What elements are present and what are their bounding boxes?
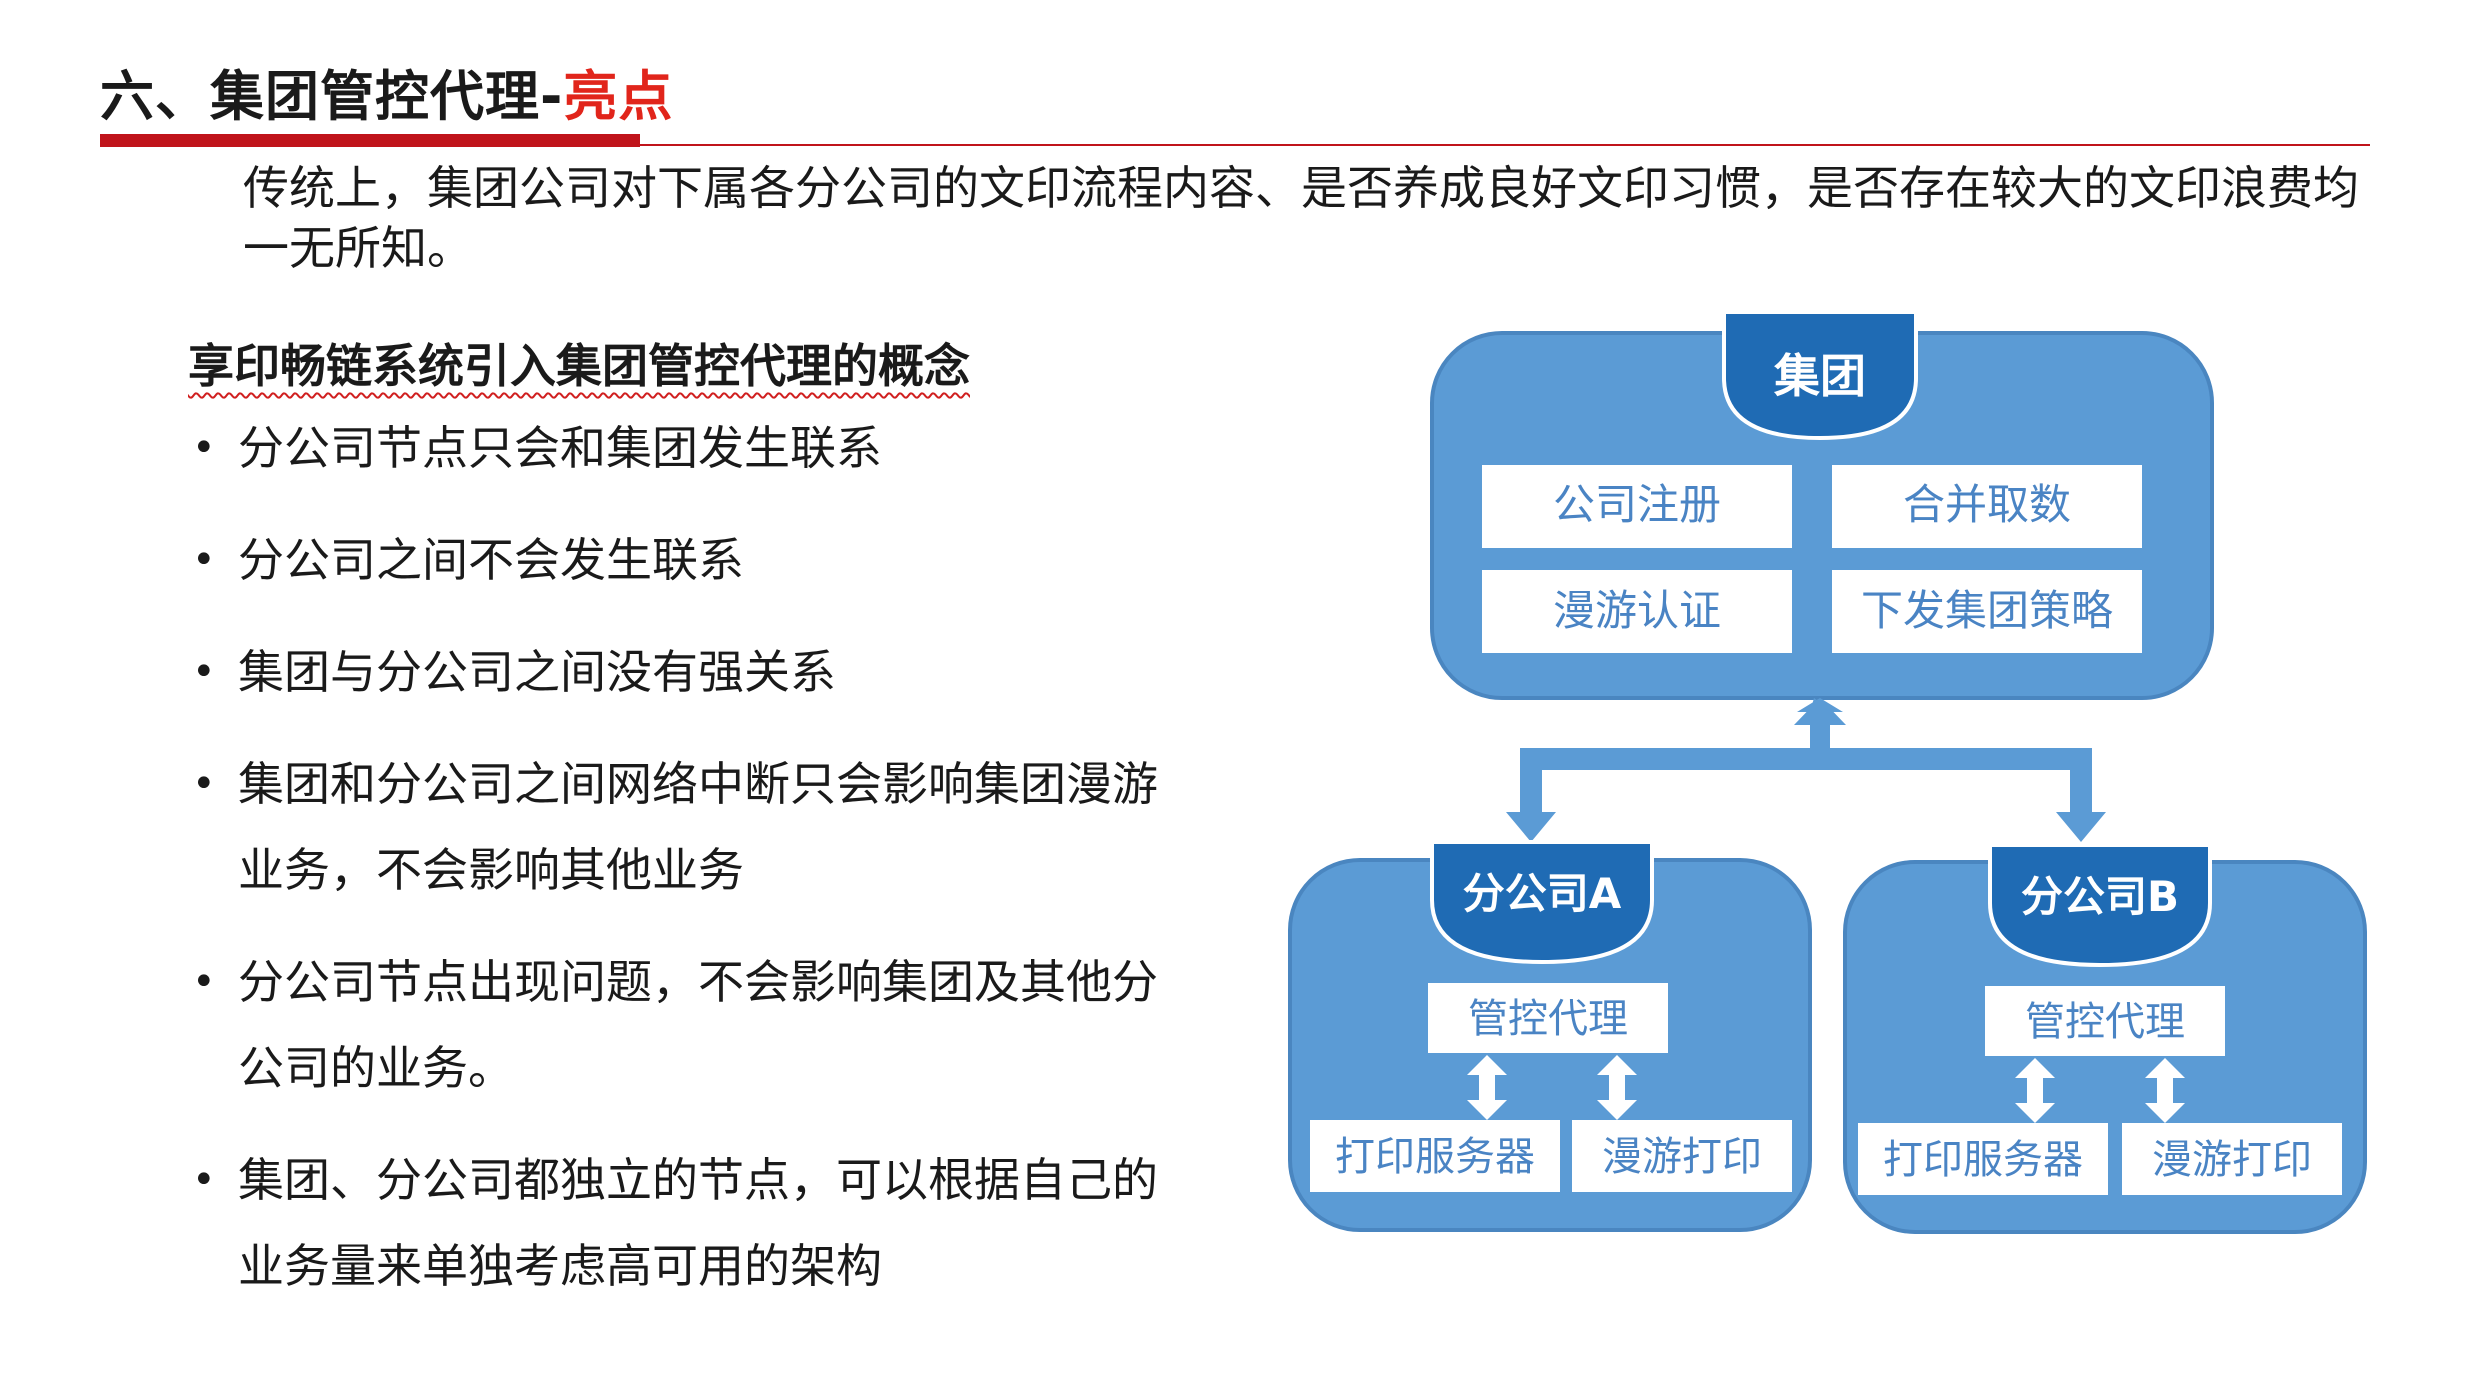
down-arrow-icon [2056, 812, 2106, 842]
bullet-dot-icon: • [192, 425, 216, 471]
group-item-box [1832, 465, 2142, 548]
group-item-box [1482, 570, 1792, 653]
group-item-label: 合并取数 [1903, 480, 2071, 529]
bullet-item: • 分公司节点只会和集团发生联系 [188, 405, 1198, 491]
bullet-dot-icon: • [192, 959, 216, 1005]
down-arrow-icon [1506, 812, 1556, 842]
page-title: 六、集团管控代理-亮点 [100, 52, 673, 131]
bullet-item: • 分公司节点出现问题，不会影响集团及其他分公司的业务。 [188, 939, 1198, 1111]
group-label: 集团 [1773, 349, 1866, 403]
bullet-dot-icon: • [192, 1157, 216, 1203]
bullet-dot-icon: • [192, 649, 216, 695]
bullet-list: • 分公司节点只会和集团发生联系 • 分公司之间不会发生联系 • 集团与分公司之间没有… [188, 405, 1198, 1335]
concept-heading: 享印畅链系统引入集团管控代理的概念 [188, 339, 970, 393]
bullet-text: 集团和分公司之间网络中断只会影响集团漫游业务，不会影响其他业务 [238, 757, 1158, 897]
branch-a-header-tab [1430, 840, 1654, 965]
branch-b-item-label: 漫游打印 [2152, 1137, 2312, 1183]
double-arrow-icon [2015, 1058, 2055, 1123]
group-item-box [1832, 570, 2142, 653]
bullet-text: 集团与分公司之间没有强关系 [238, 645, 836, 699]
bullet-item: • 分公司之间不会发生联系 [188, 517, 1198, 603]
branch-b-item-box [1858, 1123, 2108, 1195]
branch-a-item-box [1310, 1120, 1560, 1192]
branch-b-header-tab [1988, 843, 2212, 968]
title-main: 六、集团管控代理- [100, 65, 564, 128]
connector-right-drop [2070, 748, 2092, 816]
branch-a-item-label: 打印服务器 [1335, 1134, 1535, 1180]
group-header-tab [1722, 310, 1918, 441]
bullet-text: 集团、分公司都独立的节点，可以根据自己的业务量来单独考虑高可用的架构 [238, 1153, 1158, 1293]
title-rule-thick [100, 134, 640, 147]
bullet-dot-icon: • [192, 537, 216, 583]
double-arrow-icon [2145, 1058, 2185, 1123]
group-item-box [1482, 465, 1792, 548]
bullet-dot-icon: • [192, 761, 216, 807]
branch-a-item-box [1572, 1120, 1792, 1192]
bullet-item: • 集团、分公司都独立的节点，可以根据自己的业务量来单独考虑高可用的架构 [188, 1137, 1198, 1309]
bullet-item: • 集团与分公司之间没有强关系 [188, 629, 1198, 715]
group-item-label: 公司注册 [1553, 480, 1721, 529]
intro-paragraph: 传统上，集团公司对下属各分公司的文印流程内容、是否养成良好文印习惯，是否存在较大… [243, 161, 2359, 275]
branch-b-item-box [2122, 1123, 2342, 1195]
group-item-label: 漫游认证 [1553, 586, 1721, 635]
title-rule-thin [640, 144, 2370, 146]
branch-b-proxy-label: 管控代理 [2025, 999, 2185, 1045]
branch-a-item-label: 漫游打印 [1602, 1134, 1762, 1180]
double-arrow-icon [1597, 1055, 1637, 1120]
branch-b-label: 分公司B [2021, 872, 2179, 921]
up-arrow-icon [1794, 698, 1846, 748]
bullet-text: 分公司节点出现问题，不会影响集团及其他分公司的业务。 [238, 955, 1158, 1095]
bullet-text: 分公司之间不会发生联系 [238, 533, 744, 587]
connector-left-drop [1520, 748, 1542, 816]
branch-b-proxy-box [1985, 986, 2225, 1056]
connector-horizontal [1520, 748, 2092, 770]
title-highlight: 亮点 [563, 65, 674, 128]
branch-a-proxy-label: 管控代理 [1468, 996, 1628, 1042]
branch-a-label: 分公司A [1463, 869, 1622, 918]
bullet-item: • 集团和分公司之间网络中断只会影响集团漫游业务，不会影响其他业务 [188, 741, 1198, 913]
branch-a-proxy-box [1428, 983, 1668, 1053]
double-arrow-icon [1467, 1055, 1507, 1120]
branch-b-item-label: 打印服务器 [1883, 1137, 2083, 1183]
bullet-text: 分公司节点只会和集团发生联系 [238, 421, 882, 475]
group-item-label: 下发集团策略 [1861, 586, 2113, 635]
